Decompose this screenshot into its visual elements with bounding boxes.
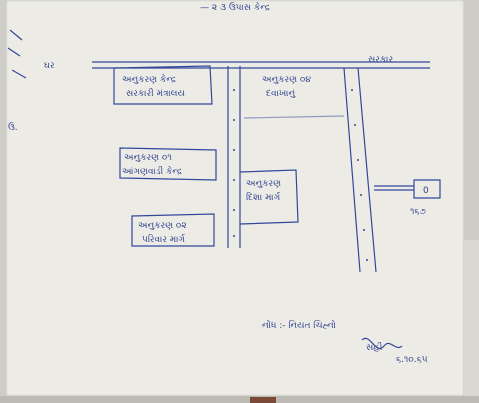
signature-date: ૬.૧૦.૬૫ xyxy=(396,355,428,365)
box-1: અનુકરણ કેન્દ્ર સરકારી મંત્રાલય xyxy=(113,65,213,105)
bottom-tab xyxy=(250,397,276,403)
signature-sign: સહી xyxy=(366,342,383,353)
road-left-label: ઘર xyxy=(44,61,55,71)
svg-text:દવાખાનું: દવાખાનું xyxy=(266,88,296,99)
background-edge xyxy=(464,240,479,396)
svg-text:અનુકરણ ૦૧: અનુકરણ ૦૧ xyxy=(124,153,172,163)
signature-scribble xyxy=(361,337,403,349)
margin-marks xyxy=(7,29,27,79)
svg-text:આંગણવાડી કેન્દ્ર: આંગણવાડી કેન્દ્ર xyxy=(122,165,183,177)
left-road-dots xyxy=(233,89,235,237)
marker: 0 ૧૬૭ xyxy=(410,179,441,217)
svg-text:દિશા માર્ગ: દિશા માર્ગ xyxy=(246,192,281,203)
svg-text:૧૬૭: ૧૬૭ xyxy=(410,207,426,217)
svg-text:અનુકરણ ૦૪: અનુકરણ ૦૪ xyxy=(262,75,311,85)
right-road-line-1 xyxy=(343,67,361,273)
right-road-dots xyxy=(351,89,368,261)
svg-text:અનુકરણ ૦૨: અનુકરણ ૦૨ xyxy=(138,221,187,231)
svg-text:0: 0 xyxy=(423,186,429,196)
cross-line xyxy=(243,115,345,119)
top-scribble: — ૨ ૩ ઉપાસ કેન્દ્ર xyxy=(200,1,271,13)
box-3: અનુકરણ ૦૧ આંગણવાડી કેન્દ્ર xyxy=(119,147,217,181)
bottom-strip xyxy=(0,396,479,403)
signature-note: નોંધ :- નિયત ચિહ્નો xyxy=(262,319,336,331)
svg-text:પરિવાર માર્ગ: પરિવાર માર્ગ xyxy=(142,234,185,245)
box-5: અનુકરણ ૦૨ પરિવાર માર્ગ xyxy=(131,213,215,247)
road-right-label: સરકાર xyxy=(368,55,394,65)
paper-sheet xyxy=(6,0,464,396)
box-2: અનુકરણ ૦૪ દવાખાનું xyxy=(262,75,311,99)
svg-text:અનુકરણ: અનુકરણ xyxy=(246,179,281,189)
box-4: અનુકરણ દિશા માર્ગ xyxy=(239,169,299,225)
svg-text:સરકારી મંત્રાલય: સરકારી મંત્રાલય xyxy=(126,88,185,99)
right-road-line-2 xyxy=(357,67,377,273)
margin-mark-text: ઉ. xyxy=(8,122,18,133)
svg-text:અનુકરણ કેન્દ્ર: અનુકરણ કેન્દ્ર xyxy=(122,73,177,85)
